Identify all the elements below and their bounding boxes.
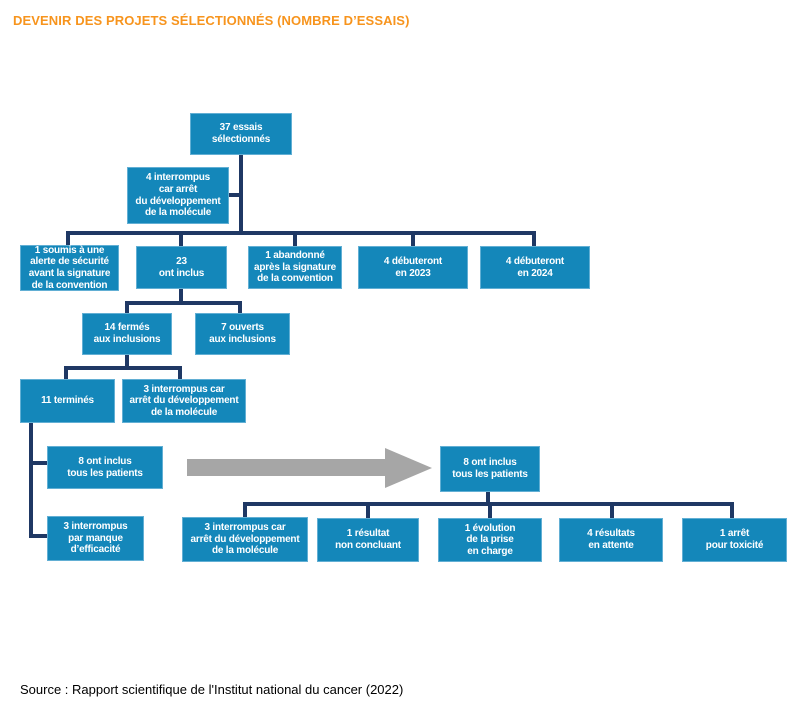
node-37-essais-selectionnes: 37 essais sélectionnés bbox=[190, 113, 292, 155]
node-14-fermes-aux-inclusions: 14 fermés aux inclusions bbox=[82, 313, 172, 355]
node-4-interrompus-arret-developpement: 4 interrompus car arrêt du développement… bbox=[127, 167, 229, 224]
connector-line bbox=[66, 231, 70, 245]
connector-line bbox=[366, 506, 370, 518]
connector-line bbox=[66, 231, 536, 235]
node-3-interrompus-manque-efficacite: 3 interrompus par manque d’efficacité bbox=[47, 516, 144, 561]
connector-line bbox=[229, 193, 241, 197]
connector-line bbox=[238, 301, 242, 313]
node-8-ont-inclus-tous-patients-gauche: 8 ont inclus tous les patients bbox=[47, 446, 163, 489]
connector-line bbox=[293, 235, 297, 246]
page-title: DEVENIR DES PROJETS SÉLECTIONNÉS (NOMBRE… bbox=[13, 13, 410, 28]
node-4-resultats-en-attente: 4 résultats en attente bbox=[559, 518, 663, 562]
connector-line bbox=[532, 231, 536, 246]
connector-line bbox=[33, 461, 47, 465]
connector-line bbox=[64, 366, 182, 370]
node-1-arret-pour-toxicite: 1 arrêt pour toxicité bbox=[682, 518, 787, 562]
node-4-debuteront-2024: 4 débuteront en 2024 bbox=[480, 246, 590, 289]
node-11-termines: 11 terminés bbox=[20, 379, 115, 423]
connector-line bbox=[730, 502, 734, 518]
connector-line bbox=[64, 366, 68, 379]
flow-arrow-body bbox=[187, 459, 385, 476]
connector-line bbox=[243, 502, 734, 506]
connector-line bbox=[29, 423, 33, 538]
node-3-interrompus-arret-developpement-a: 3 interrompus car arrêt du développement… bbox=[122, 379, 246, 423]
connector-line bbox=[33, 534, 47, 538]
node-7-ouverts-aux-inclusions: 7 ouverts aux inclusions bbox=[195, 313, 290, 355]
node-1-evolution-prise-en-charge: 1 évolution de la prise en charge bbox=[438, 518, 542, 562]
connector-line bbox=[239, 155, 243, 235]
connector-line bbox=[125, 301, 242, 305]
connector-line bbox=[243, 502, 247, 517]
connector-line bbox=[411, 235, 415, 246]
connector-line bbox=[178, 366, 182, 379]
connector-line bbox=[610, 506, 614, 518]
connector-line bbox=[125, 355, 129, 368]
node-3-interrompus-arret-developpement-b: 3 interrompus car arrêt du développement… bbox=[182, 517, 308, 562]
node-4-debuteront-2023: 4 débuteront en 2023 bbox=[358, 246, 468, 289]
connector-line bbox=[179, 289, 183, 305]
node-1-abandonne-apres-signature: 1 abandonné après la signature de la con… bbox=[248, 246, 342, 289]
connector-line bbox=[488, 506, 492, 518]
connector-line bbox=[125, 301, 129, 313]
node-23-ont-inclus: 23 ont inclus bbox=[136, 246, 227, 289]
connector-line bbox=[179, 235, 183, 246]
node-8-ont-inclus-tous-patients-droite: 8 ont inclus tous les patients bbox=[440, 446, 540, 492]
node-1-soumis-alerte-securite: 1 soumis à une alerte de sécurité avant … bbox=[20, 245, 119, 291]
connector-line bbox=[486, 492, 490, 506]
node-1-resultat-non-concluant: 1 résultat non concluant bbox=[317, 518, 419, 562]
source-caption: Source : Rapport scientifique de l'Insti… bbox=[20, 682, 404, 697]
flow-arrow-head-icon bbox=[385, 448, 432, 488]
